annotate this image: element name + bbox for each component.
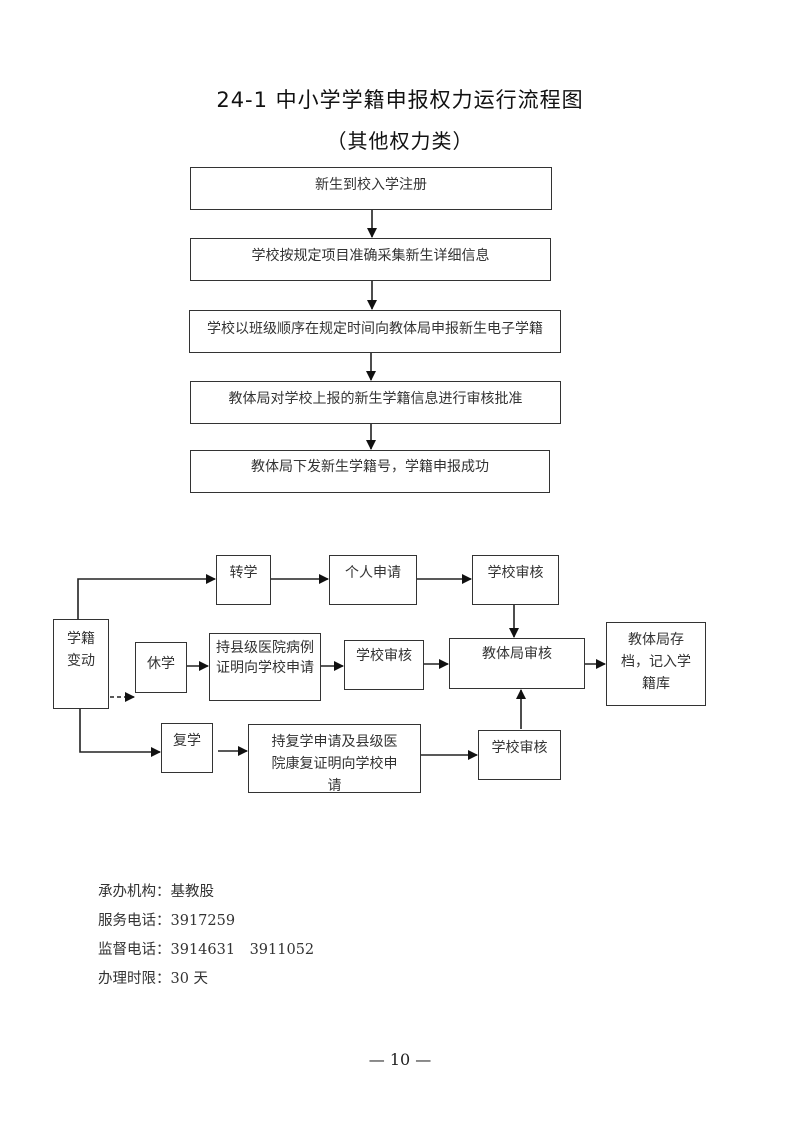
service-phone-value: 3917259 [170, 913, 236, 929]
arrow-start-transfer [77, 574, 216, 619]
suspend-apply-box: 持县级医院病例证明向学校申请 [209, 633, 321, 701]
main-step-4-label: 教体局对学校上报的新生学籍信息进行审核批准 [228, 390, 523, 407]
suspend-box: 休学 [135, 642, 187, 693]
arrow-start-resume [79, 709, 161, 757]
agency-label: 承办机构： [98, 884, 171, 900]
resume-label: 复学 [173, 733, 201, 749]
resume-apply-label: 持复学申请及县级医院康复证明向学校申请 [271, 734, 398, 794]
resume-review-label: 学校审核 [491, 740, 548, 756]
main-step-1-label: 新生到校入学注册 [315, 176, 427, 193]
time-limit-value: 30 天 [170, 971, 209, 987]
resume-review-box: 学校审核 [478, 730, 561, 780]
supervise-phone-label: 监督电话： [98, 942, 171, 958]
page-title: 24-1 中小学学籍申报权力运行流程图 [216, 88, 584, 112]
resume-box: 复学 [161, 723, 213, 773]
suspend-label: 休学 [147, 656, 175, 672]
status-change-box: 学籍变动 [53, 619, 109, 709]
transfer-apply-label: 个人申请 [345, 565, 401, 581]
main-step-4: 教体局对学校上报的新生学籍信息进行审核批准 [190, 381, 561, 424]
transfer-box: 转学 [216, 555, 271, 605]
archive-label: 教体局存档，记入学籍库 [621, 632, 691, 692]
supervise-phone-line: 监督电话：3914631 3911052 [98, 936, 314, 965]
agency-value: 基教股 [170, 884, 215, 900]
info-block: 承办机构：基教股 服务电话：3917259 监督电话：3914631 39110… [98, 878, 314, 994]
status-change-label: 学籍变动 [67, 631, 95, 669]
agency-line: 承办机构：基教股 [98, 878, 314, 907]
main-step-5: 教体局下发新生学籍号，学籍申报成功 [190, 450, 550, 493]
transfer-apply-box: 个人申请 [329, 555, 417, 605]
time-limit-line: 办理时限：30 天 [98, 965, 314, 994]
main-step-3: 学校以班级顺序在规定时间向教体局申报新生电子学籍 [189, 310, 561, 353]
transfer-review-label: 学校审核 [487, 565, 544, 581]
suspend-apply-label: 持县级医院病例证明向学校申请 [216, 640, 314, 676]
supervise-phone-value: 3914631 3911052 [170, 942, 315, 958]
page-number: — 10 — [368, 1050, 432, 1069]
page-subtitle: （其他权力类） [326, 129, 474, 153]
resume-apply-box: 持复学申请及县级医院康复证明向学校申请 [248, 724, 421, 794]
time-limit-label: 办理时限： [98, 971, 171, 987]
main-step-5-label: 教体局下发新生学籍号，学籍申报成功 [251, 458, 489, 475]
archive-box: 教体局存档，记入学籍库 [606, 622, 706, 706]
bureau-review-label: 教体局审核 [482, 646, 552, 662]
main-step-2: 学校按规定项目准确采集新生详细信息 [190, 238, 551, 281]
main-step-3-label: 学校以班级顺序在规定时间向教体局申报新生电子学籍 [207, 320, 543, 337]
service-phone-line: 服务电话：3917259 [98, 907, 314, 936]
suspend-review-box: 学校审核 [344, 640, 424, 690]
bureau-review-box: 教体局审核 [449, 638, 585, 689]
main-step-2-label: 学校按规定项目准确采集新生详细信息 [251, 247, 490, 264]
main-step-1: 新生到校入学注册 [190, 167, 552, 210]
service-phone-label: 服务电话： [98, 913, 171, 929]
transfer-label: 转学 [229, 565, 258, 581]
transfer-review-box: 学校审核 [472, 555, 559, 605]
suspend-review-label: 学校审核 [356, 648, 412, 664]
